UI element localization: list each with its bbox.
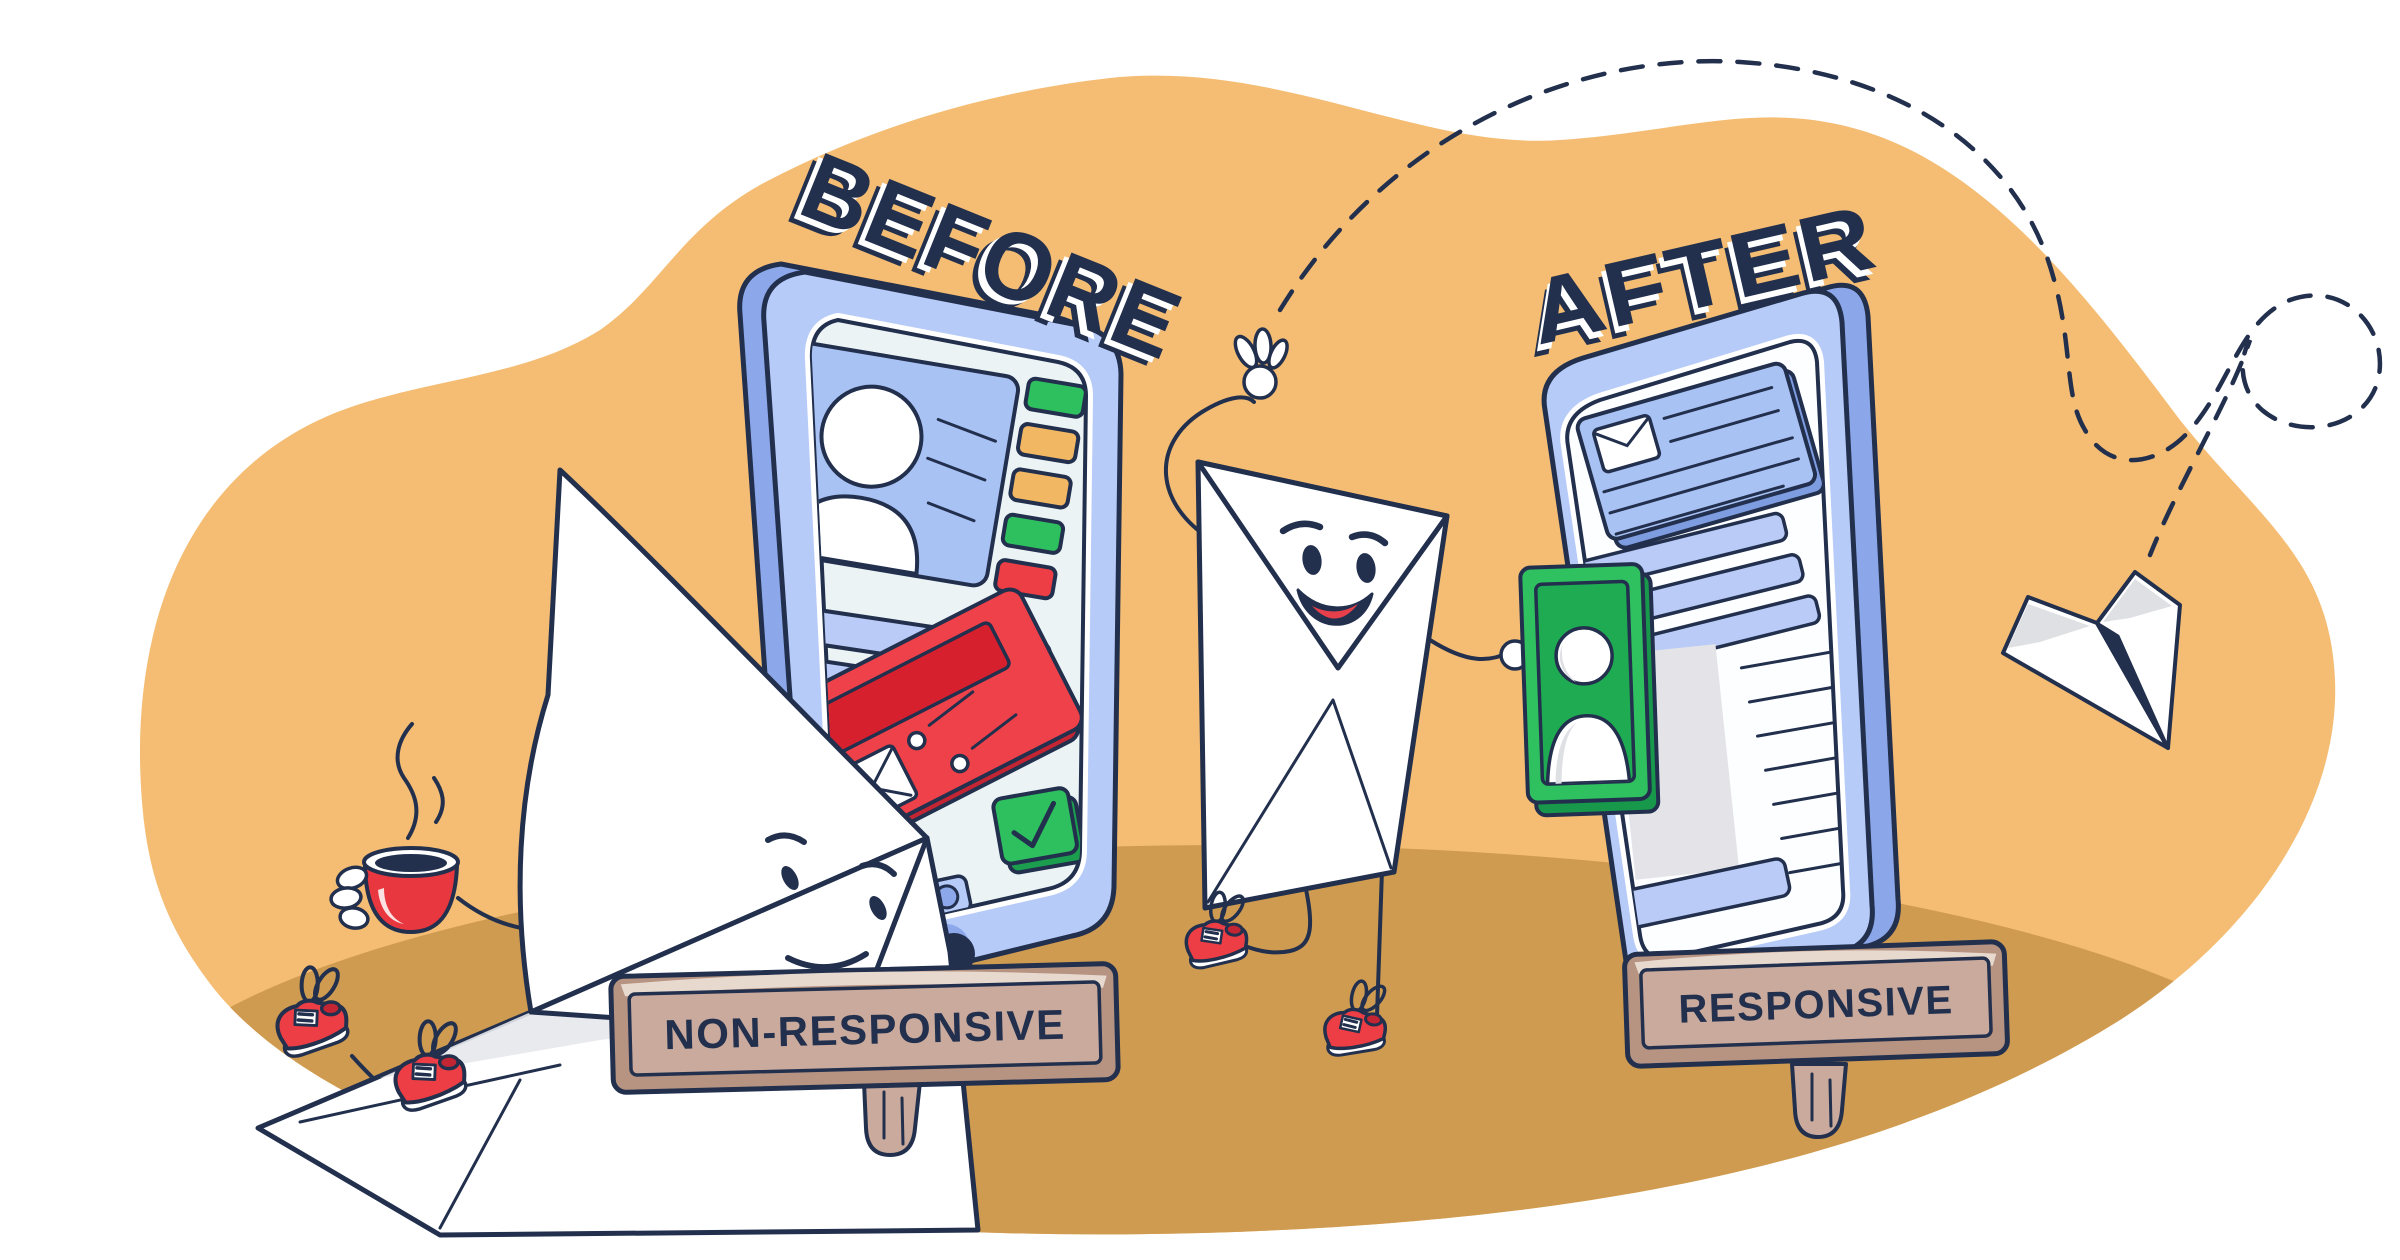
sad-face [765, 832, 897, 970]
dashed-flight-path-icon [1277, 58, 2383, 558]
video-call-phone [1518, 562, 1661, 818]
check-icon [1011, 800, 1057, 849]
phone-after [1541, 282, 1901, 997]
steam-icon [395, 722, 419, 840]
happy-face [1279, 520, 1389, 626]
check-button [991, 786, 1086, 875]
phone-before [737, 261, 1124, 994]
envelope-icon [1592, 413, 1662, 474]
sign-left-label: NON-RESPONSIVE [664, 1001, 1066, 1058]
article-lines [1739, 649, 1844, 875]
sign-non-responsive: NON-RESPONSIVE [608, 961, 1121, 1157]
email-header-card [1575, 361, 1826, 550]
video-call-avatar-icon [1545, 626, 1632, 785]
profile-card-oversized [811, 340, 1021, 588]
envelope-character-happy [1164, 327, 1531, 1059]
status-chips [993, 376, 1086, 601]
user-avatar-icon [819, 384, 924, 489]
coffee-cup-icon [329, 722, 460, 934]
sign-responsive: RESPONSIVE [1622, 939, 2010, 1139]
paper-plane-icon [2001, 570, 2182, 750]
sign-right-label: RESPONSIVE [1678, 978, 1954, 1032]
waving-glove-hand [1233, 327, 1289, 400]
